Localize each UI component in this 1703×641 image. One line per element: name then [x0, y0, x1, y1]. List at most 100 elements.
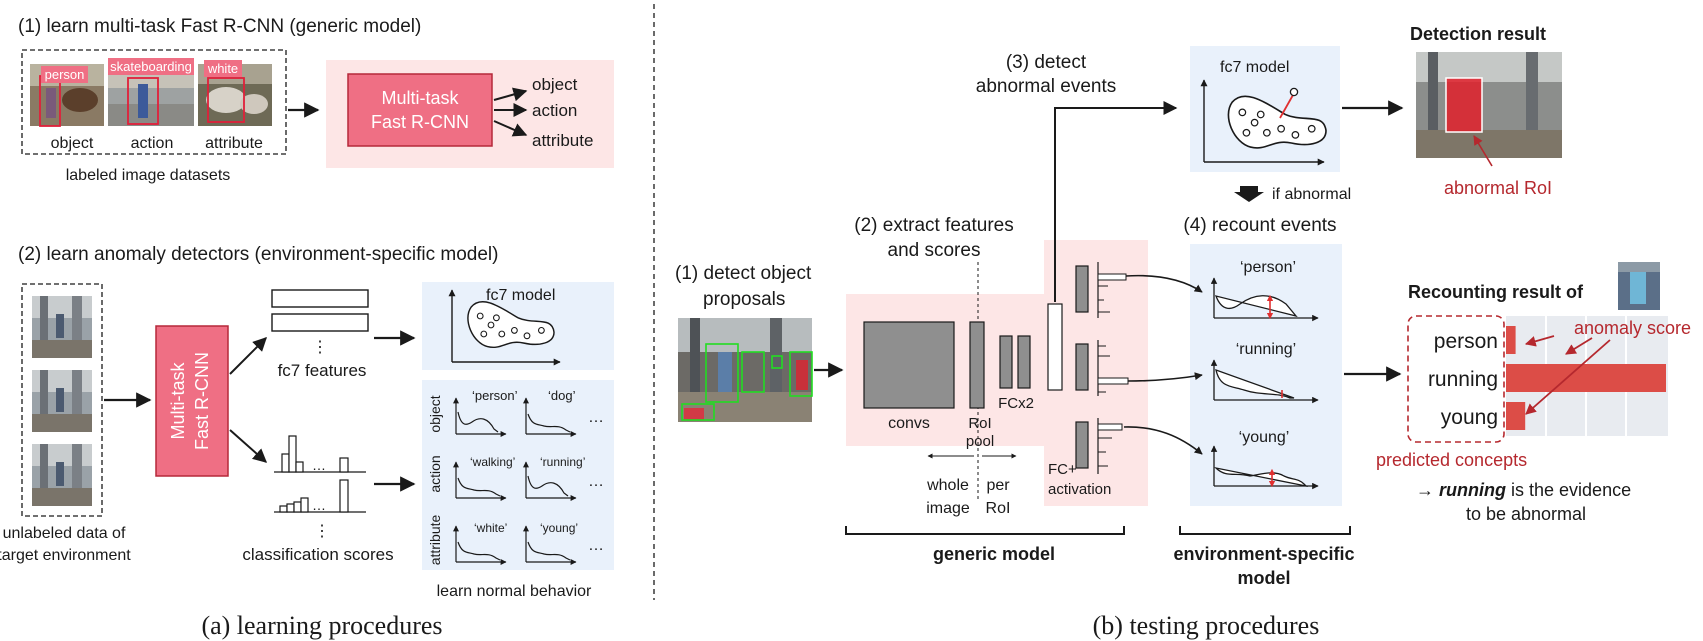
- arrow-to-attribute: [493, 120, 528, 137]
- grid-cell-young: ‘young’ …: [526, 521, 604, 562]
- step1-title: (1) learn multi-task Fast R-CNN (generic…: [18, 16, 421, 37]
- fc7-white-block: [1047, 303, 1063, 391]
- svg-text:‘running’: ‘running’: [1236, 341, 1296, 358]
- step1-right-line1: (1) detect object: [675, 263, 812, 284]
- svg-text:white: white: [207, 61, 238, 76]
- fc7-feature-bar-2: [271, 313, 369, 332]
- bar-young: [1506, 402, 1526, 430]
- svg-text:‘running’: ‘running’: [540, 455, 585, 469]
- unlabeled-label-line1: unlabeled data of: [3, 525, 126, 542]
- panel-learning: (1) learn multi-task Fast R-CNN (generic…: [0, 16, 614, 640]
- fc-block-2: [1017, 335, 1031, 389]
- bar-person: [1506, 326, 1516, 354]
- if-abnormal-arrow: [1234, 186, 1264, 202]
- grid-cell-walking: ‘walking’: [456, 455, 515, 498]
- histogram-ellipsis: …: [312, 457, 326, 473]
- convs-block: [863, 321, 955, 409]
- scores-vdots: ⋮: [314, 523, 330, 540]
- fc-block-1: [999, 335, 1013, 389]
- event-person: ‘person’: [1210, 259, 1319, 322]
- predicted-concepts-label: predicted concepts: [1376, 450, 1527, 470]
- concept-young: young: [1441, 406, 1498, 429]
- recount-thumbnail: [1618, 262, 1660, 310]
- caption-testing: (b) testing procedures: [1093, 611, 1320, 640]
- bar-running: [1506, 364, 1666, 392]
- grid-row-object: object: [427, 395, 443, 432]
- step2-title: (2) learn anomaly detectors (environment…: [18, 244, 498, 265]
- svg-text:…: …: [588, 409, 604, 426]
- anomaly-point: [1289, 87, 1299, 97]
- svg-text:person: person: [45, 67, 85, 82]
- event-running: ‘running’: [1210, 341, 1319, 404]
- arrow-to-object: [493, 87, 528, 102]
- mtfrcnn-box: [347, 73, 493, 147]
- step2-right-line2: and scores: [888, 240, 981, 261]
- score-histogram-2: …: [274, 479, 366, 513]
- tag-white: white: [204, 60, 242, 77]
- curve-arrow-3: [1123, 426, 1203, 455]
- step3-line2: abnormal events: [976, 76, 1116, 97]
- unlabeled-label-line2: target environment: [0, 547, 131, 564]
- tag-person: person: [41, 66, 88, 83]
- panel-testing: (1) detect object proposals (2) extract …: [675, 24, 1691, 640]
- fc7-feature-bar-1: [271, 289, 369, 308]
- unlabeled-frame-1: [32, 296, 92, 358]
- fc7-model-label-left: fc7 model: [486, 287, 555, 304]
- whole-label-line1: whole: [926, 477, 969, 494]
- svg-text:…: …: [588, 537, 604, 554]
- tag-skateboarding: skateboarding: [108, 58, 194, 75]
- event-young: ‘young’: [1210, 429, 1319, 490]
- caption-learning: (a) learning procedures: [201, 611, 442, 640]
- histogram-ellipsis-2: …: [312, 497, 326, 513]
- env-model-brace: [1179, 526, 1351, 535]
- unlabeled-frame-3: [32, 444, 92, 506]
- abnormal-roi-pointer: [1473, 135, 1493, 167]
- arrow-to-fc7-features: [229, 337, 267, 375]
- roi-pool-block: [969, 321, 985, 409]
- svg-text:‘young’: ‘young’: [540, 521, 578, 535]
- env-model-label-line2: model: [1237, 568, 1290, 588]
- dataset-label-attribute: attribute: [205, 135, 263, 152]
- fc-score-stack-2: [1075, 340, 1129, 396]
- svg-text:…: …: [588, 473, 604, 490]
- grid-cell-dog: ‘dog’ …: [526, 388, 604, 434]
- predicted-concepts-box: [1407, 315, 1505, 443]
- anomaly-pointer-3: [1525, 339, 1611, 415]
- step2-right-line1: (2) extract features: [854, 215, 1013, 236]
- env-model-label-line1: environment-specific: [1173, 544, 1354, 564]
- step4-label: (4) recount events: [1183, 215, 1336, 236]
- concept-running: running: [1428, 368, 1498, 391]
- normal-behavior-panel: [422, 380, 614, 570]
- recount-title: Recounting result of: [1408, 282, 1584, 302]
- grid-cell-white: ‘white’: [456, 521, 507, 562]
- per-label-line2: RoI: [986, 500, 1011, 517]
- grid-cell-person: ‘person’: [456, 388, 518, 434]
- grid-row-attribute: attribute: [427, 514, 443, 565]
- svg-text:‘walking’: ‘walking’: [470, 455, 515, 469]
- dataset-label-action: action: [131, 135, 174, 152]
- fcx2-label: FCx2: [998, 395, 1034, 412]
- output-object: object: [532, 75, 578, 94]
- unlabeled-frame-2: [32, 370, 92, 432]
- fc-activation-line2: activation: [1048, 481, 1111, 498]
- concept-person: person: [1434, 330, 1498, 353]
- evidence-line1: → running is the evidence: [1416, 480, 1631, 500]
- grid-row-action: action: [427, 455, 443, 492]
- generic-model-brace: [845, 526, 1125, 535]
- output-action: action: [532, 101, 577, 120]
- fc-score-stack-3: [1075, 418, 1123, 474]
- recount-panel: [1190, 244, 1342, 506]
- svg-text:‘dog’: ‘dog’: [548, 388, 576, 403]
- svg-text:‘person’: ‘person’: [1240, 259, 1296, 276]
- mtfrcnn-vertical-line2: Fast R-CNN: [192, 352, 212, 450]
- mtfrcnn-label-line2: Fast R-CNN: [371, 112, 469, 132]
- fc7-features-label: fc7 features: [278, 361, 367, 380]
- datasets-caption: labeled image datasets: [66, 167, 231, 184]
- per-label-line1: per: [986, 477, 1010, 494]
- fc7-model-label-right: fc7 model: [1220, 59, 1289, 76]
- anomaly-pointer-2: [1565, 337, 1593, 355]
- convs-label: convs: [888, 415, 930, 432]
- mtfrcnn-label-line1: Multi-task: [381, 88, 459, 108]
- detection-title: Detection result: [1410, 24, 1546, 44]
